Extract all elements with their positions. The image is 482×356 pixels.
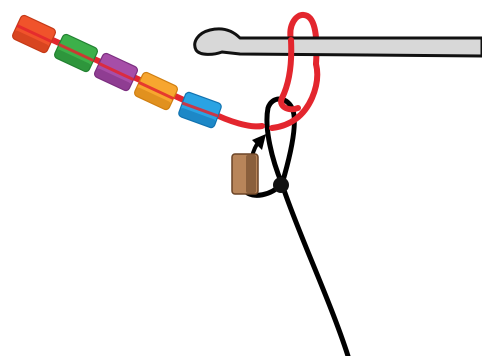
bead-strand bbox=[12, 14, 222, 129]
black-yarn-strand bbox=[264, 96, 351, 356]
slip-knot bbox=[273, 177, 289, 193]
direction-arrow-head bbox=[252, 134, 266, 150]
bead-4 bbox=[134, 71, 178, 111]
bead-2 bbox=[54, 33, 98, 73]
wooden-bead bbox=[231, 153, 259, 195]
bead-3 bbox=[94, 52, 138, 92]
crochet-hook bbox=[193, 27, 482, 58]
bead-1 bbox=[12, 14, 56, 54]
bead-5 bbox=[178, 91, 222, 129]
